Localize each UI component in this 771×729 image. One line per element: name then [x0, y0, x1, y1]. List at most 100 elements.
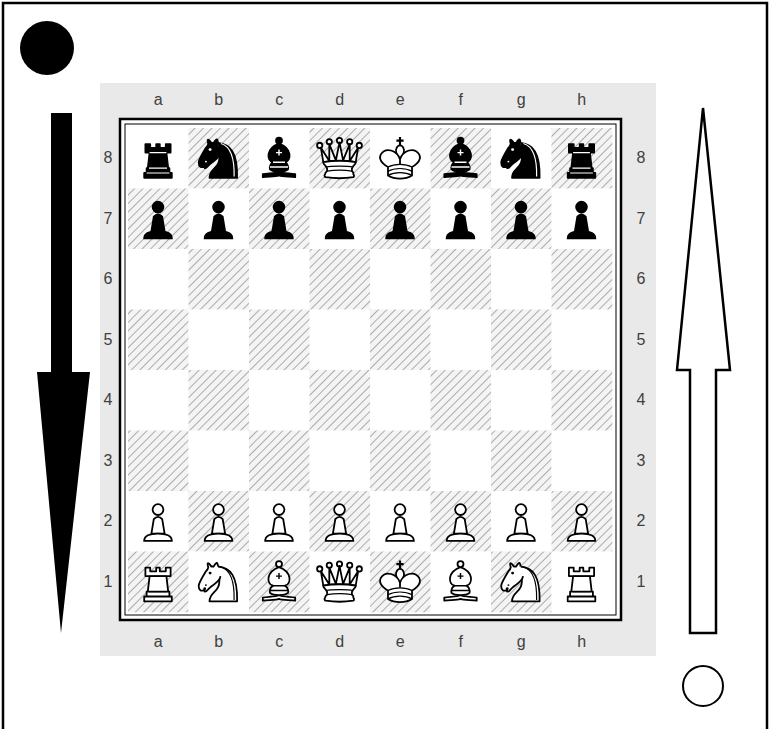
black-side-marker: [20, 21, 74, 75]
light-square: [189, 310, 250, 371]
white-direction-arrow: [677, 108, 730, 633]
light-square: [128, 128, 189, 189]
white-side-marker: [683, 666, 723, 706]
dark-square: [552, 249, 613, 310]
dark-square: [370, 431, 431, 492]
light-square: [552, 552, 613, 613]
light-square: [370, 491, 431, 552]
dark-square: [431, 128, 492, 189]
file-label: c: [275, 634, 283, 650]
light-square: [249, 370, 310, 431]
light-square: [552, 310, 613, 371]
light-square: [370, 249, 431, 310]
file-label: g: [517, 634, 526, 650]
light-square: [491, 370, 552, 431]
light-square: [431, 189, 492, 250]
dark-square: [552, 370, 613, 431]
light-square: [431, 552, 492, 613]
light-square: [491, 491, 552, 552]
dark-square: [249, 431, 310, 492]
file-label: h: [577, 634, 586, 650]
light-square: [310, 431, 371, 492]
dark-square: [189, 249, 250, 310]
pieces: [144, 137, 595, 602]
dark-square: [491, 189, 552, 250]
file-label: d: [335, 92, 344, 108]
light-square: [189, 552, 250, 613]
light-square: [189, 189, 250, 250]
dark-square: [189, 491, 250, 552]
light-square: [552, 431, 613, 492]
light-square: [431, 431, 492, 492]
dark-square: [128, 310, 189, 371]
light-square: [249, 128, 310, 189]
dark-square: [431, 370, 492, 431]
light-square: [491, 249, 552, 310]
dark-square: [189, 128, 250, 189]
rank-label: 5: [637, 332, 646, 348]
light-square: [370, 128, 431, 189]
file-label: h: [577, 92, 586, 108]
light-square: [552, 189, 613, 250]
rank-label: 8: [104, 150, 113, 166]
dark-square: [552, 491, 613, 552]
file-label: b: [214, 634, 223, 650]
rank-label: 3: [104, 453, 113, 469]
rank-label: 6: [104, 271, 113, 287]
board-outer-border: [120, 119, 621, 620]
rank-label: 7: [637, 211, 646, 227]
light-square: [128, 491, 189, 552]
rank-label: 7: [104, 211, 113, 227]
dark-square: [370, 310, 431, 371]
file-label: a: [154, 634, 163, 650]
rank-label: 2: [104, 513, 113, 529]
dark-square: [128, 189, 189, 250]
rank-label: 1: [637, 574, 646, 590]
file-label: d: [335, 634, 344, 650]
dark-square: [249, 310, 310, 371]
rank-label: 5: [104, 332, 113, 348]
light-square: [370, 370, 431, 431]
file-label: e: [396, 92, 405, 108]
figure-frame: [3, 3, 767, 729]
dark-square: [189, 370, 250, 431]
rank-label: 1: [104, 574, 113, 590]
dark-square: [249, 189, 310, 250]
rank-label: 6: [637, 271, 646, 287]
board-surround: [100, 83, 656, 656]
file-label: f: [459, 634, 463, 650]
dark-square: [431, 249, 492, 310]
rank-label: 3: [637, 453, 646, 469]
file-label: f: [459, 92, 463, 108]
black-direction-arrow: [37, 113, 90, 633]
dark-square: [128, 431, 189, 492]
file-label: e: [396, 634, 405, 650]
dark-square: [491, 552, 552, 613]
board-squares: [128, 128, 612, 612]
dark-square: [310, 491, 371, 552]
light-square: [249, 249, 310, 310]
dark-square: [491, 431, 552, 492]
rank-label: 2: [637, 513, 646, 529]
light-square: [249, 491, 310, 552]
dark-square: [128, 552, 189, 613]
light-square: [491, 128, 552, 189]
light-square: [128, 370, 189, 431]
dark-square: [310, 128, 371, 189]
dark-square: [370, 552, 431, 613]
file-label: g: [517, 92, 526, 108]
file-label: a: [154, 92, 163, 108]
light-square: [431, 310, 492, 371]
dark-square: [370, 189, 431, 250]
light-square: [310, 552, 371, 613]
dark-square: [431, 491, 492, 552]
file-label: b: [214, 92, 223, 108]
file-label: c: [275, 92, 283, 108]
dark-square: [552, 128, 613, 189]
light-square: [189, 431, 250, 492]
dark-square: [249, 552, 310, 613]
rank-label: 8: [637, 150, 646, 166]
rank-label: 4: [104, 392, 113, 408]
rank-label: 4: [637, 392, 646, 408]
